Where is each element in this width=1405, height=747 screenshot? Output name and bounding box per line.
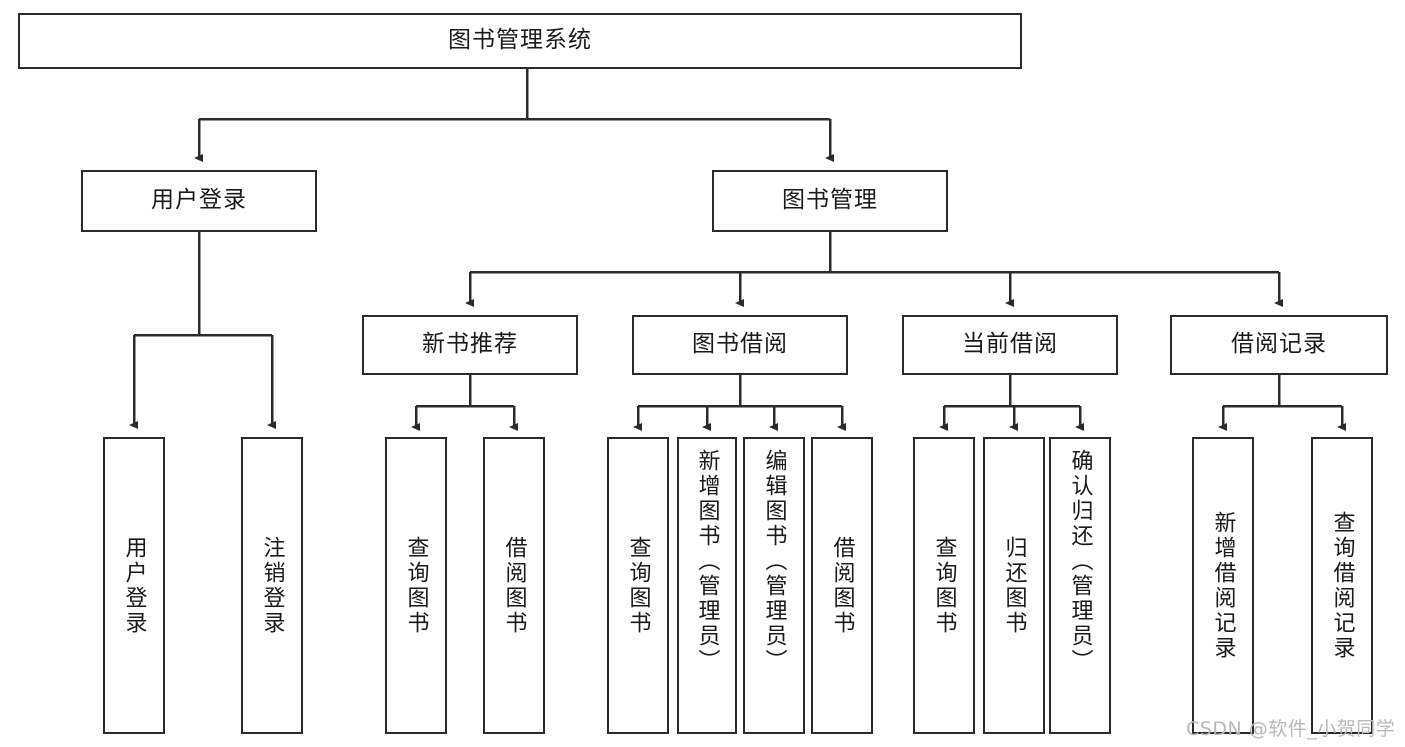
- leaf-add-borrow-record[interactable]: 新增借阅记录: [1192, 437, 1254, 734]
- leaf-user-login-label: 用户登录: [121, 535, 147, 636]
- leaf-return-book-label: 归还图书: [1001, 535, 1027, 636]
- leaf-add-book-admin-label: 新增图书（管理员）: [694, 449, 720, 674]
- leaf-confirm-return-admin-label: 确认归还（管理员）: [1067, 449, 1093, 674]
- node-new-book-recommend-label: 新书推荐: [422, 331, 518, 358]
- leaf-query-book-recommend[interactable]: 查询图书: [385, 437, 447, 734]
- leaf-return-book[interactable]: 归还图书: [983, 437, 1045, 734]
- node-current-borrow-label: 当前借阅: [962, 331, 1058, 358]
- node-book-management-label: 图书管理: [782, 187, 878, 214]
- leaf-query-borrow-record-label: 查询借阅记录: [1329, 510, 1355, 661]
- leaf-user-login[interactable]: 用户登录: [103, 437, 165, 734]
- leaf-query-book-borrow[interactable]: 查询图书: [607, 437, 669, 734]
- node-user-login-label: 用户登录: [151, 187, 247, 214]
- leaf-user-logout-label: 注销登录: [259, 535, 285, 636]
- leaf-borrow-book-recommend-label: 借阅图书: [501, 535, 527, 636]
- leaf-add-book-admin[interactable]: 新增图书（管理员）: [677, 437, 737, 734]
- node-book-borrow-label: 图书借阅: [692, 331, 788, 358]
- node-root-label: 图书管理系统: [448, 27, 592, 54]
- leaf-edit-book-admin[interactable]: 编辑图书（管理员）: [743, 437, 805, 734]
- leaf-query-book-recommend-label: 查询图书: [403, 535, 429, 636]
- leaf-query-borrow-record[interactable]: 查询借阅记录: [1311, 437, 1373, 734]
- leaf-borrow-book-label: 借阅图书: [829, 535, 855, 636]
- leaf-query-book-current[interactable]: 查询图书: [913, 437, 975, 734]
- leaf-borrow-book[interactable]: 借阅图书: [811, 437, 873, 734]
- node-borrow-records[interactable]: 借阅记录: [1170, 315, 1388, 375]
- node-user-login[interactable]: 用户登录: [81, 170, 317, 232]
- leaf-query-book-current-label: 查询图书: [931, 535, 957, 636]
- node-borrow-records-label: 借阅记录: [1231, 331, 1327, 358]
- leaf-edit-book-admin-label: 编辑图书（管理员）: [761, 449, 787, 674]
- leaf-query-book-borrow-label: 查询图书: [625, 535, 651, 636]
- leaf-confirm-return-admin[interactable]: 确认归还（管理员）: [1049, 437, 1111, 734]
- leaf-add-borrow-record-label: 新增借阅记录: [1210, 510, 1236, 661]
- node-current-borrow[interactable]: 当前借阅: [902, 315, 1118, 375]
- leaf-borrow-book-recommend[interactable]: 借阅图书: [483, 437, 545, 734]
- leaf-user-logout[interactable]: 注销登录: [241, 437, 303, 734]
- node-root[interactable]: 图书管理系统: [18, 13, 1022, 69]
- node-new-book-recommend[interactable]: 新书推荐: [362, 315, 578, 375]
- node-book-management[interactable]: 图书管理: [712, 170, 948, 232]
- watermark-text: CSDN @软件_小贺同学: [1186, 718, 1396, 740]
- node-book-borrow[interactable]: 图书借阅: [632, 315, 848, 375]
